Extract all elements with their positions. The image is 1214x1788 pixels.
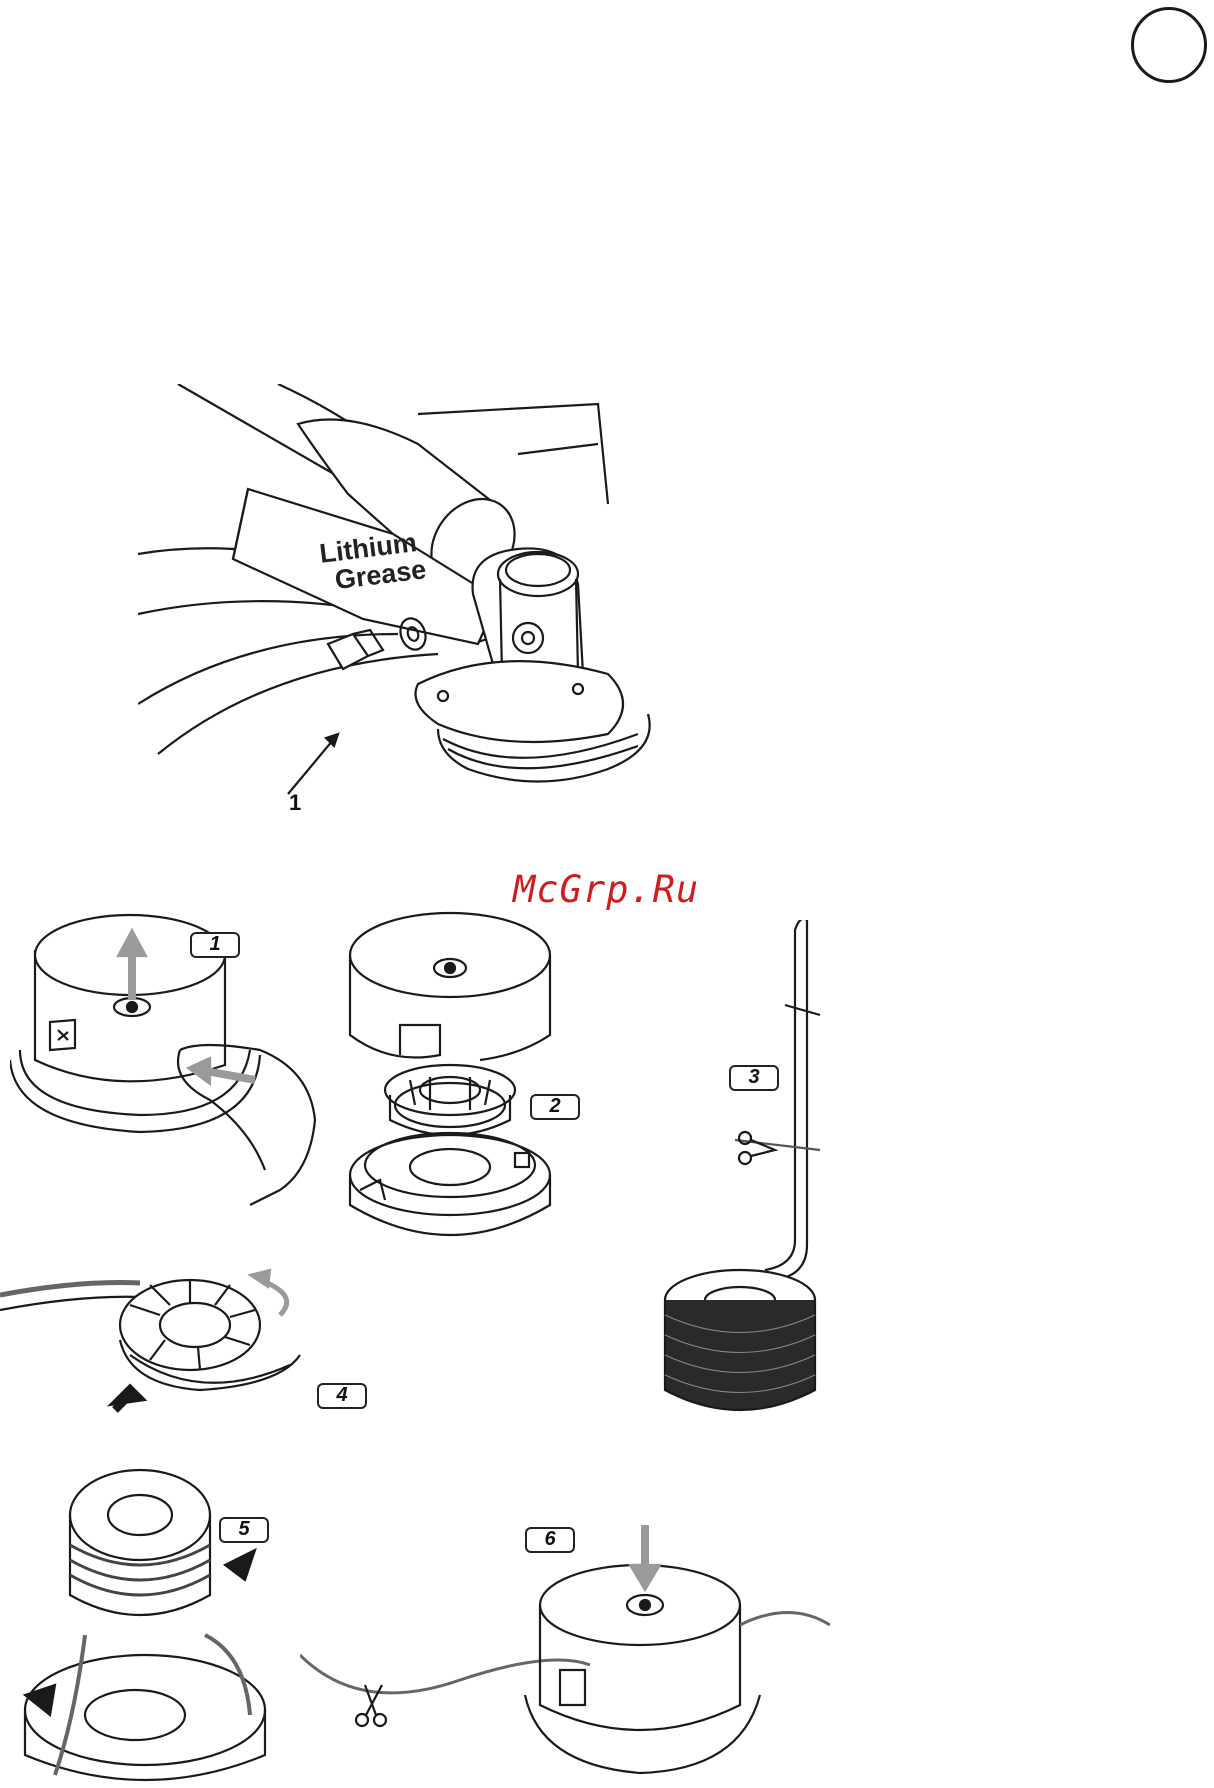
step4-illustration <box>0 1255 330 1430</box>
step-4-label: 4 <box>317 1383 367 1409</box>
step2-illustration <box>330 905 580 1270</box>
corner-marker-circle <box>1131 7 1207 83</box>
grease-illustration <box>138 384 698 824</box>
step3-illustration <box>625 920 825 1425</box>
step-2-label: 2 <box>530 1094 580 1120</box>
step-5-label: 5 <box>219 1517 269 1543</box>
step-3-label: 3 <box>729 1065 779 1091</box>
step-1-label: 1 <box>190 932 240 958</box>
callout-number: 1 <box>289 790 301 816</box>
step5-illustration <box>15 1455 285 1788</box>
grease-tube-label: Lithium Grease <box>318 527 428 595</box>
step1-illustration <box>10 900 320 1220</box>
step-6-label: 6 <box>525 1527 575 1553</box>
